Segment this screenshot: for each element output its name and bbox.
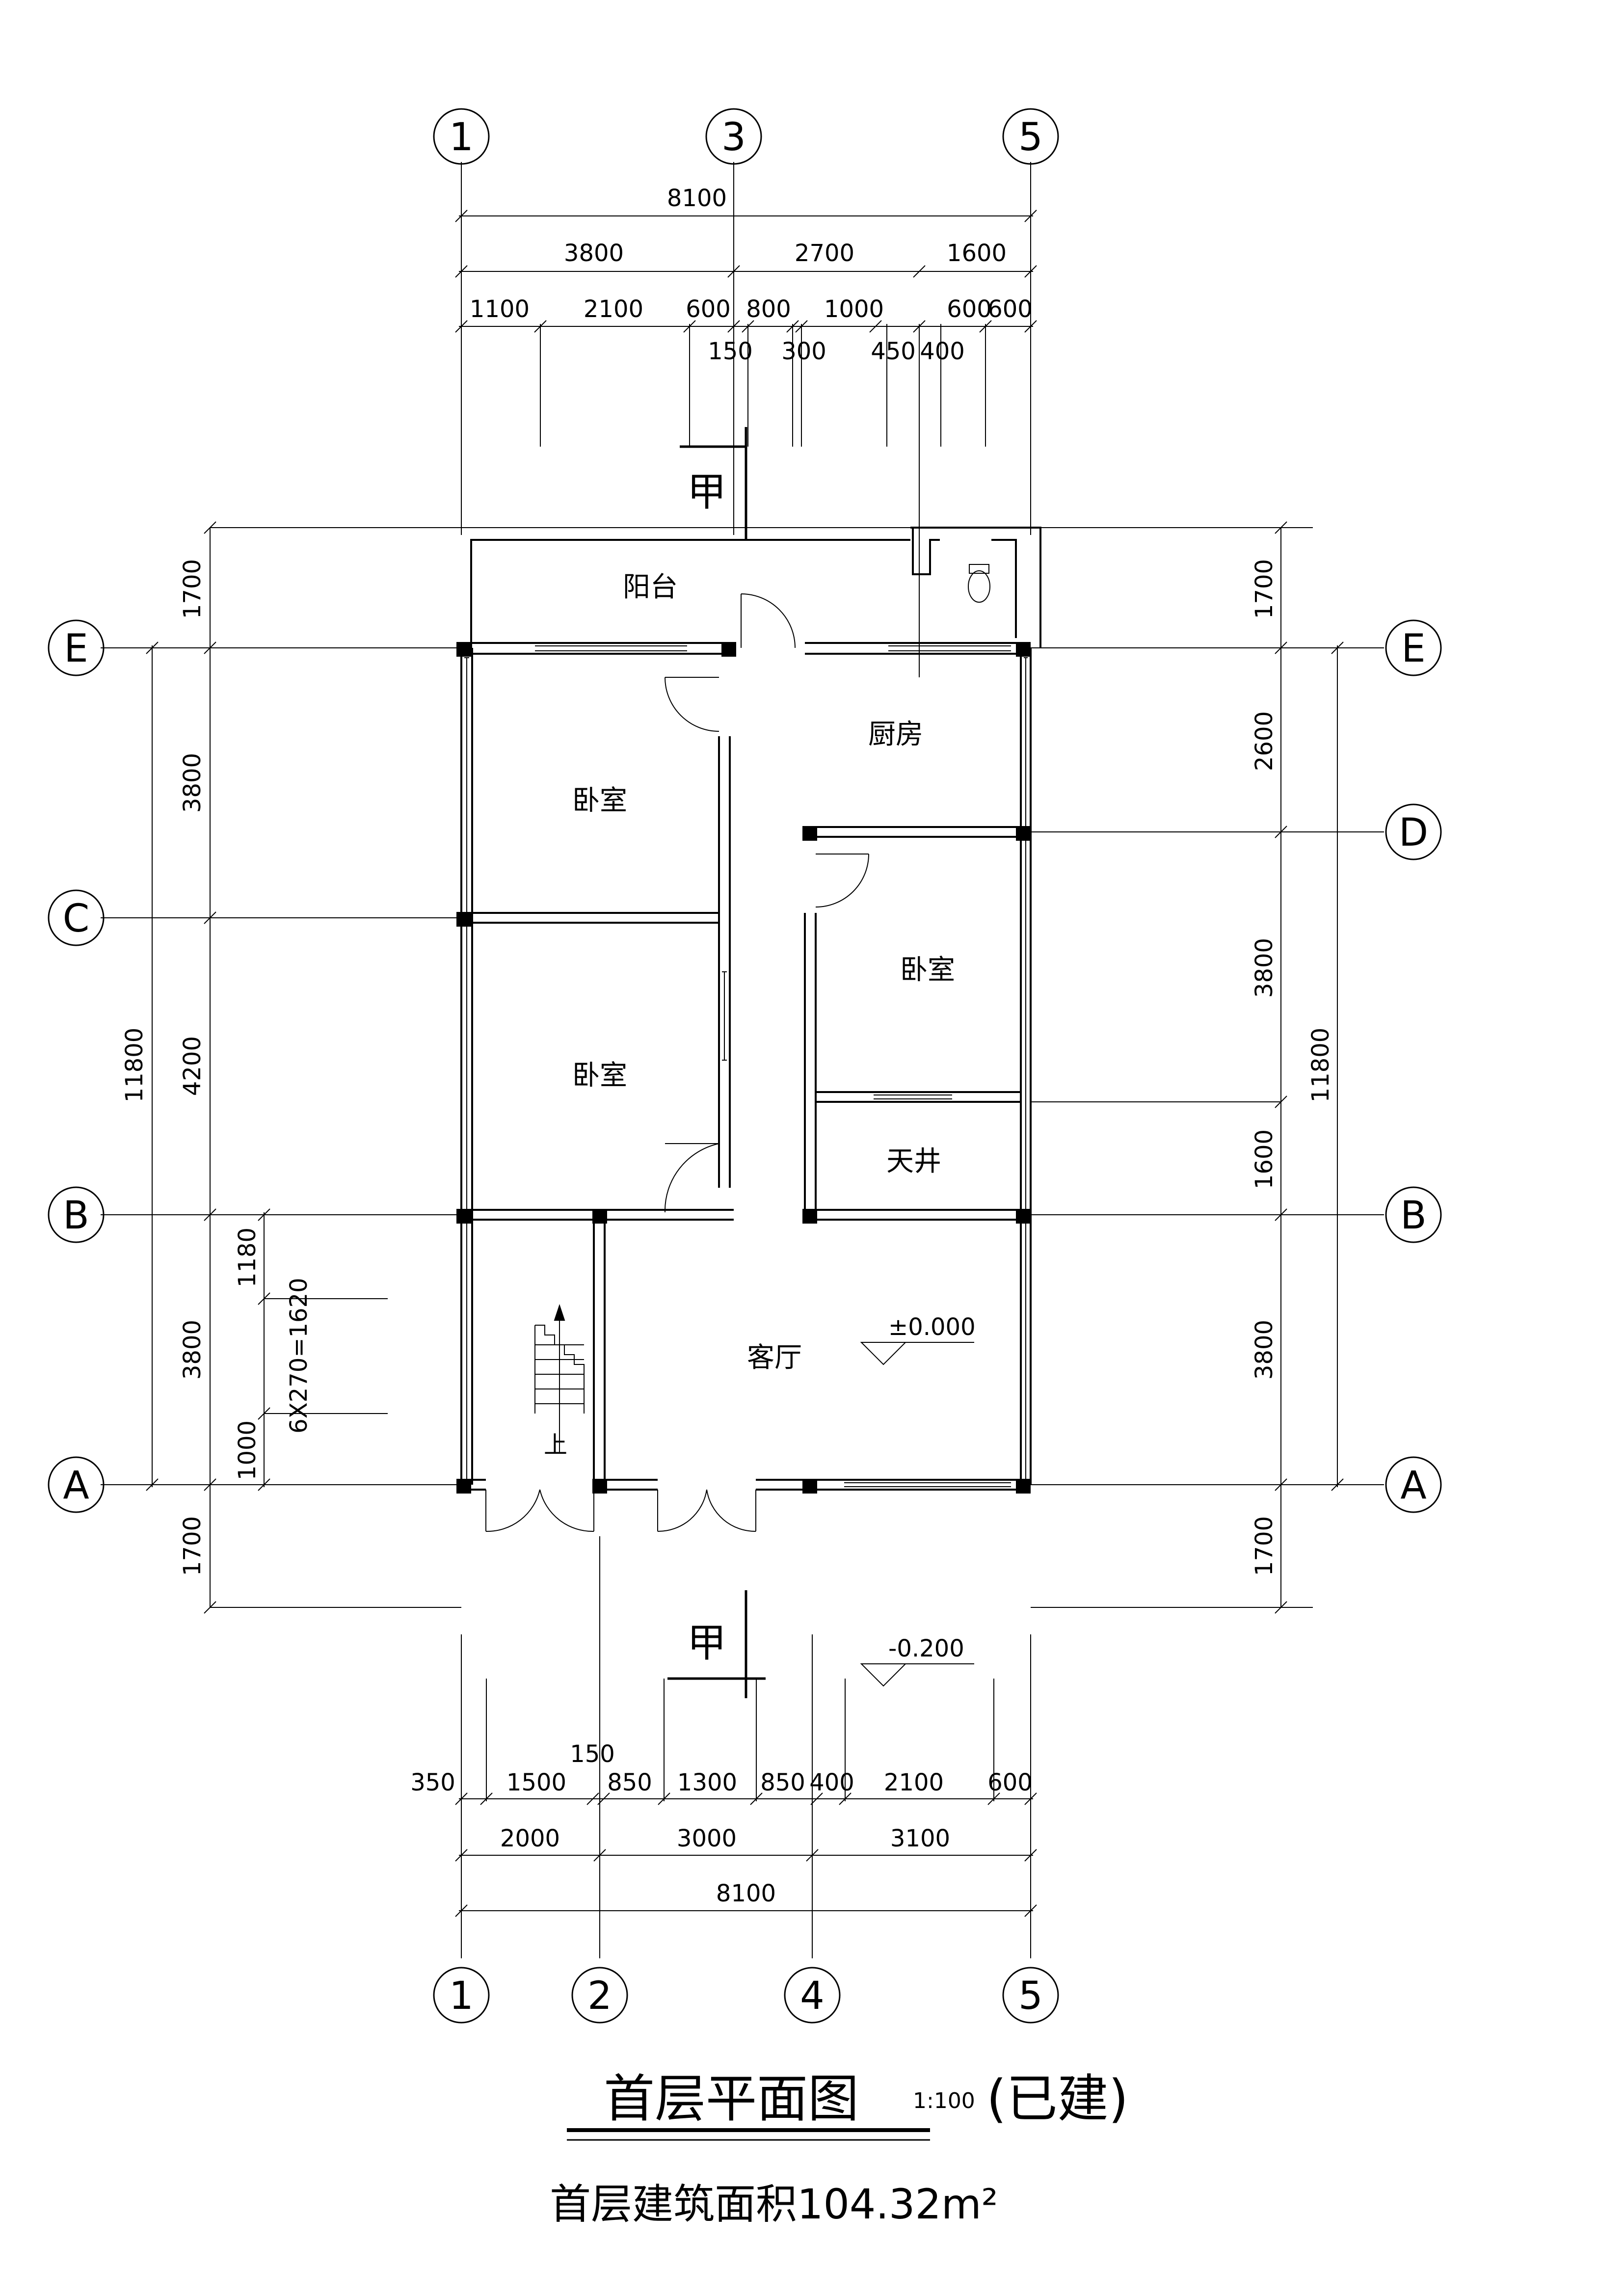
dim-right-1600: 1600	[1251, 1129, 1278, 1189]
dim-top-400: 400	[920, 338, 965, 365]
dim-top-800: 800	[746, 295, 791, 323]
axis-label-bottom-4: 4	[800, 1974, 825, 2018]
floor-area: 首层建筑面积104.32m²	[550, 2180, 998, 2228]
stair	[534, 1304, 585, 1453]
dim-top-3800: 3800	[564, 240, 624, 267]
dim-top-2700: 2700	[795, 240, 854, 267]
walls	[460, 527, 1041, 1491]
dim-bottom-1500: 1500	[506, 1769, 566, 1796]
dim-bottom-400: 400	[809, 1769, 854, 1796]
axis-label-left-A: A	[63, 1464, 89, 1508]
room-label-courtyard: 天井	[886, 1146, 941, 1177]
axis-label-bottom-1: 1	[449, 1974, 474, 2018]
axis-label-left-C: C	[63, 897, 89, 941]
dim-top-600c: 600	[987, 295, 1033, 323]
dim-left-4200: 4200	[179, 1036, 206, 1096]
dim-bottom-2000: 2000	[500, 1825, 560, 1852]
room-label-balcony: 阳台	[623, 571, 678, 603]
axis-label-right-D: D	[1399, 811, 1428, 855]
dim-top-450: 450	[871, 338, 916, 365]
axis-grid	[101, 162, 1384, 1958]
dim-top-1600: 1600	[947, 240, 1007, 267]
section-mark-top: 甲	[687, 469, 726, 515]
stair-up-label: 上	[544, 1431, 567, 1459]
section-mark-bottom: 甲	[687, 1620, 726, 1666]
level-markers	[860, 1342, 974, 1687]
dim-top-300: 300	[781, 338, 826, 365]
dim-left-11800: 11800	[121, 1028, 148, 1103]
drawing-title: 首层平面图	[604, 2069, 859, 2129]
windows	[464, 645, 1028, 1487]
axis-label-right-B: B	[1400, 1194, 1427, 1238]
dim-top-600a: 600	[686, 295, 731, 323]
dim-left-3800-top: 3800	[179, 753, 206, 813]
dim-left-3800-bottom: 3800	[179, 1320, 206, 1380]
dim-right-1700-bottom: 1700	[1251, 1516, 1278, 1576]
title-underline	[567, 2128, 930, 2141]
dim-bottom-850b: 850	[760, 1769, 805, 1796]
axis-label-bottom-5: 5	[1018, 1974, 1043, 2018]
axis-label-top-5: 5	[1018, 115, 1043, 160]
dim-left-stair-steps: 6X270=1620	[285, 1278, 313, 1433]
axis-label-top-3: 3	[721, 115, 746, 160]
dim-top-600b: 600	[947, 295, 992, 323]
room-label-living: 客厅	[747, 1342, 802, 1374]
dimension-lines	[146, 210, 1344, 1917]
columns	[456, 642, 1031, 1494]
drawing-status: (已建)	[986, 2069, 1128, 2129]
dim-top-2100: 2100	[584, 295, 643, 323]
dim-right-11800: 11800	[1307, 1028, 1334, 1103]
axis-label-top-1: 1	[449, 115, 474, 160]
room-label-bedroom-nw: 卧室	[572, 785, 627, 817]
dim-bottom-850a: 850	[607, 1769, 652, 1796]
section-marks	[667, 427, 766, 1698]
axis-label-left-B: B	[63, 1194, 89, 1238]
dim-top-150: 150	[708, 338, 753, 365]
dim-right-3800-bottom: 3800	[1251, 1320, 1278, 1380]
axis-label-right-E: E	[1401, 627, 1425, 671]
dim-right-1700-top: 1700	[1251, 559, 1278, 619]
axis-bubbles	[48, 108, 1442, 2024]
dim-bottom-350: 350	[410, 1769, 455, 1796]
dim-top-1000: 1000	[824, 295, 884, 323]
dim-left-1180: 1180	[234, 1228, 261, 1287]
dim-left-1700-bottom: 1700	[179, 1516, 206, 1576]
dim-right-2600: 2600	[1251, 711, 1278, 771]
drawing-scale: 1:100	[913, 2088, 975, 2113]
dim-bottom-3000: 3000	[677, 1825, 737, 1852]
room-label-kitchen: 厨房	[868, 719, 923, 750]
level-interior: ±0.000	[888, 1313, 976, 1341]
dim-bottom-600: 600	[987, 1769, 1033, 1796]
level-exterior: -0.200	[888, 1635, 964, 1662]
axis-label-left-E: E	[64, 627, 88, 671]
dim-top-total: 8100	[667, 185, 727, 212]
dim-left-1000: 1000	[234, 1420, 261, 1480]
dim-bottom-1300: 1300	[677, 1769, 737, 1796]
dim-bottom-150: 150	[570, 1740, 615, 1768]
doors	[485, 564, 990, 1532]
dim-left-1700-top: 1700	[179, 559, 206, 619]
dim-bottom-total: 8100	[716, 1880, 776, 1907]
dim-bottom-3100: 3100	[890, 1825, 950, 1852]
dim-top-1100: 1100	[470, 295, 530, 323]
axis-label-right-A: A	[1400, 1464, 1426, 1508]
axis-label-bottom-2: 2	[587, 1974, 612, 2018]
room-label-bedroom-e: 卧室	[900, 954, 955, 986]
room-label-bedroom-sw: 卧室	[572, 1060, 627, 1092]
dim-bottom-2100: 2100	[884, 1769, 944, 1796]
dim-right-3800-top: 3800	[1251, 938, 1278, 998]
